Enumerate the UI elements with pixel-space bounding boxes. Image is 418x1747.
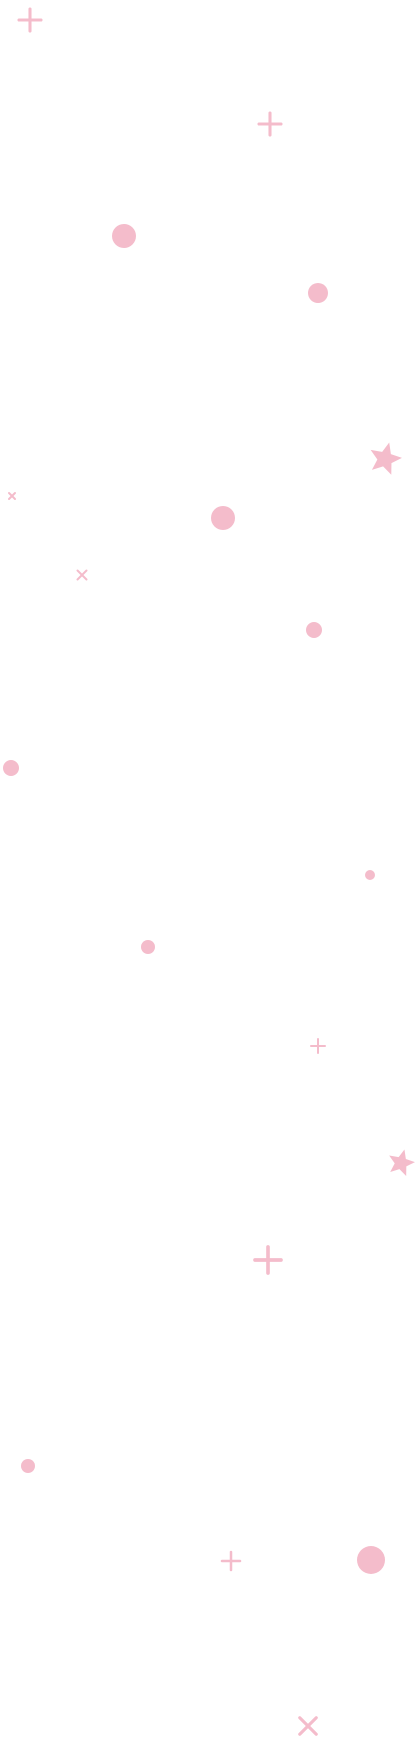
dot-icon <box>306 622 322 638</box>
dot-icon <box>3 760 19 776</box>
dot-icon <box>211 506 235 530</box>
cross-icon <box>8 492 16 500</box>
dot-icon <box>112 224 136 248</box>
star-icon <box>389 1149 415 1177</box>
plus-icon <box>253 1245 283 1275</box>
dot-icon <box>308 283 328 303</box>
plus-icon <box>310 1038 326 1054</box>
dot-icon <box>365 870 375 880</box>
cross-icon <box>298 1716 318 1736</box>
plus-icon <box>17 7 43 33</box>
star-icon <box>370 442 402 475</box>
cross-icon <box>76 569 88 581</box>
dot-icon <box>141 940 155 954</box>
plus-icon <box>220 1550 242 1572</box>
plus-icon <box>257 111 283 137</box>
dot-icon <box>21 1459 35 1473</box>
dot-icon <box>357 1546 385 1574</box>
